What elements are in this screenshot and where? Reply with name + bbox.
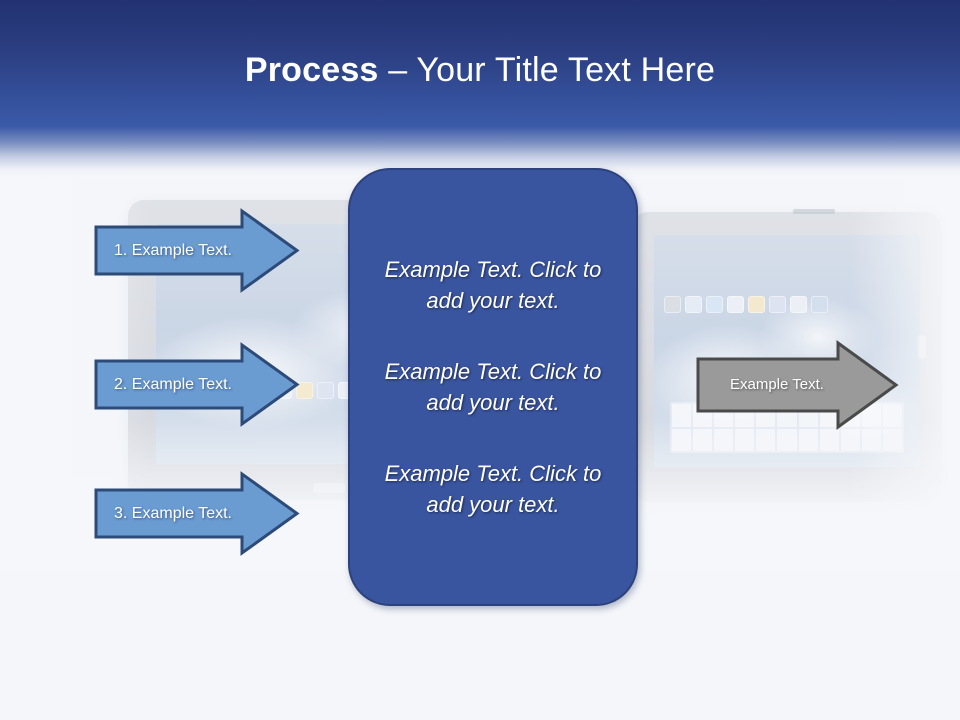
title-emphasis: Process: [244, 51, 379, 89]
output-arrow-label: Example Text.: [730, 376, 824, 393]
app-icon-maps: [790, 295, 808, 313]
app-icon-contacts: [727, 295, 745, 313]
app-icon-music: [316, 382, 334, 400]
output-arrow[interactable]: Example Text.: [696, 340, 899, 430]
header-gradient-inner: [0, 0, 960, 178]
input-arrow-2[interactable]: 2. Example Text.: [94, 342, 300, 427]
right-arrow-icon: [94, 342, 300, 427]
process-box-paragraph-3: Example Text. Click to add your text.: [384, 461, 602, 517]
app-icon-weather: [295, 382, 313, 400]
process-box-paragraph-1: Example Text. Click to add your text.: [384, 257, 602, 313]
title-rest: – Your Title Text Here: [378, 51, 716, 89]
app-icon-weather: [748, 295, 766, 313]
input-arrow-1[interactable]: 1. Example Text.: [94, 208, 300, 293]
right-arrow-icon: [94, 208, 300, 293]
input-arrow-1-label: 1. Example Text.: [114, 241, 232, 259]
app-icon-row-right: [664, 295, 909, 313]
app-icon-music: [769, 295, 787, 313]
input-arrow-3-label: 3. Example Text.: [114, 504, 232, 522]
page-title: Process – Your Title Text Here: [0, 50, 960, 90]
header-gradient-band: [0, 0, 960, 178]
right-arrow-icon: [94, 471, 300, 556]
right-arrow-icon: [696, 340, 899, 430]
input-arrow-2-label: 2. Example Text.: [114, 375, 232, 393]
app-icon-photos: [811, 295, 829, 313]
power-button: [793, 209, 836, 214]
app-icon-apps-grid: [685, 295, 703, 313]
app-icon-browser: [664, 295, 682, 313]
app-icon-mail: [706, 295, 724, 313]
process-box-paragraph-2: Example Text. Click to add your text.: [384, 359, 602, 415]
input-arrow-3[interactable]: 3. Example Text.: [94, 471, 300, 556]
process-box[interactable]: Example Text. Click to add your text. Ex…: [348, 168, 638, 606]
